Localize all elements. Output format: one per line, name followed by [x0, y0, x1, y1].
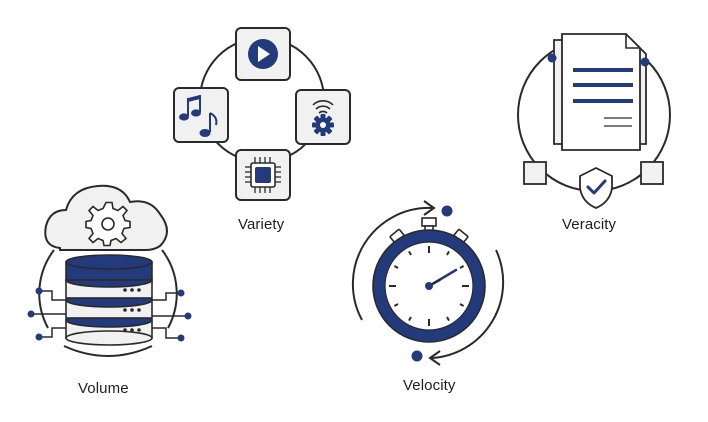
- stopwatch-icon: [372, 217, 486, 343]
- wireless-gear-icon: [295, 89, 351, 145]
- connector-dot: [177, 334, 185, 342]
- database-icon: [65, 254, 153, 346]
- volume-left-connectors: [33, 290, 66, 338]
- volume-group: [27, 184, 192, 357]
- veracity-dot: [640, 57, 650, 67]
- velocity-dot: [411, 350, 423, 362]
- cloud-gear-icon: [44, 184, 168, 251]
- shield-check-icon: [579, 166, 613, 209]
- variety-group: [173, 27, 351, 201]
- veracity-label: Veracity: [562, 216, 617, 233]
- connector-dot: [184, 312, 192, 320]
- velocity-group: [351, 200, 505, 366]
- volume-right-connectors: [152, 292, 186, 339]
- variety-label: Variety: [238, 216, 285, 233]
- veracity-group: [517, 33, 671, 209]
- music-notes-icon: [173, 87, 229, 143]
- velocity-dot: [441, 205, 453, 217]
- play-icon: [235, 27, 291, 81]
- connector-dot: [27, 310, 35, 318]
- velocity-label: Velocity: [403, 377, 456, 394]
- connector-dot: [177, 289, 185, 297]
- document-icon: [553, 33, 647, 151]
- chip-icon: [235, 149, 291, 201]
- connector-dot: [35, 287, 43, 295]
- connector-dot: [35, 333, 43, 341]
- veracity-left-box: [523, 161, 547, 185]
- veracity-dot: [547, 53, 557, 63]
- volume-label: Volume: [78, 380, 129, 397]
- veracity-right-box: [640, 161, 664, 185]
